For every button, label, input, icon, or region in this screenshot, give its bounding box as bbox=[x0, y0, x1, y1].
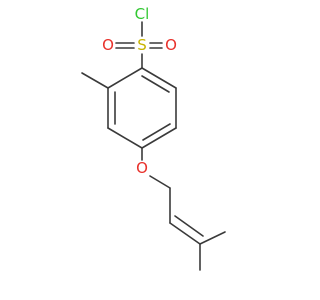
structure-drawing: Cl S O O O bbox=[81, 5, 226, 271]
chlorine-atom-label: Cl bbox=[135, 5, 150, 23]
ch-c-double-bond-b bbox=[174, 215, 204, 237]
ring-bond-c4-c5 bbox=[141, 127, 177, 149]
ring-bond-c3-c4 bbox=[107, 127, 143, 149]
c-methyl-top-bond bbox=[199, 231, 226, 245]
ring-bond-c4-c5-inner bbox=[142, 123, 171, 141]
molecule-diagram: Cl S O O O bbox=[81, 5, 226, 271]
sulfur-atom-label: S bbox=[137, 36, 147, 54]
ring-bond-c6-c1-inner bbox=[141, 75, 170, 93]
ether-oxygen-label: O bbox=[136, 159, 148, 177]
sulfonyl-oxygen-right-label: O bbox=[165, 36, 177, 54]
o-ch2-bond bbox=[149, 175, 171, 189]
ch-c-double-bond-a bbox=[169, 222, 201, 245]
methyl-bond bbox=[81, 72, 109, 89]
ring-bond-c1-c2 bbox=[107, 67, 143, 89]
ring-bond-c6-c1 bbox=[141, 67, 177, 89]
sulfonyl-oxygen-left-label: O bbox=[102, 36, 114, 54]
